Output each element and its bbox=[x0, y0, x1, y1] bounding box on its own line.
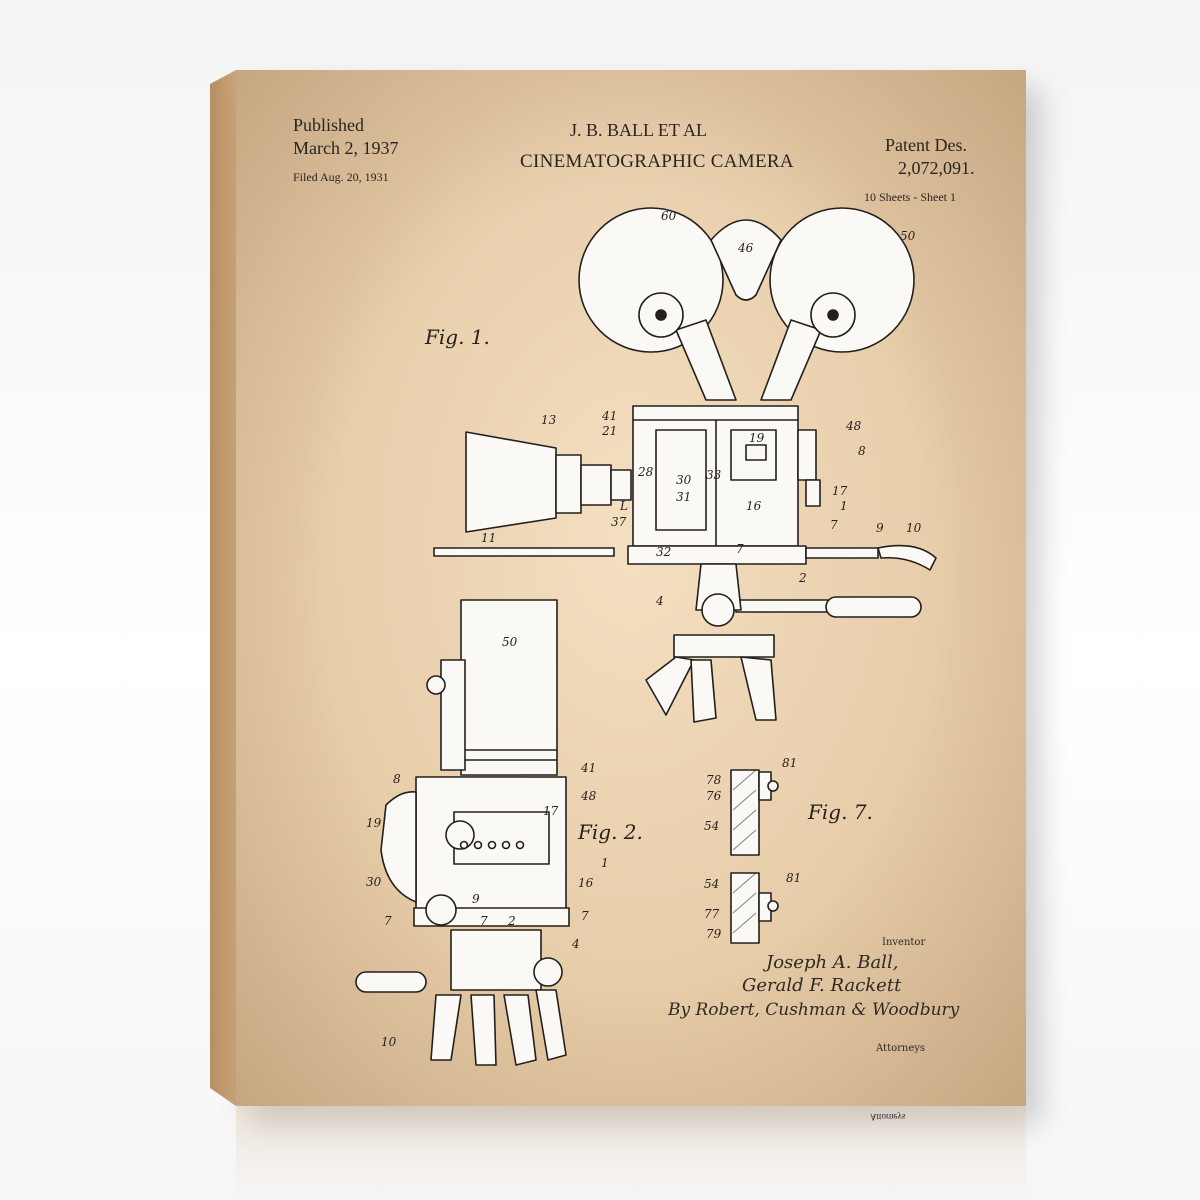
floor-reflection bbox=[236, 1106, 1026, 1200]
svg-text:17: 17 bbox=[832, 484, 848, 498]
svg-text:10: 10 bbox=[381, 1035, 397, 1049]
patent-number: 2,072,091. bbox=[898, 158, 975, 178]
svg-text:4: 4 bbox=[655, 594, 664, 608]
svg-text:10: 10 bbox=[906, 521, 922, 535]
svg-text:30: 30 bbox=[366, 875, 382, 889]
svg-text:50: 50 bbox=[900, 229, 916, 243]
svg-text:19: 19 bbox=[366, 816, 382, 830]
svg-text:21: 21 bbox=[601, 424, 617, 438]
svg-text:19: 19 bbox=[749, 431, 765, 445]
film-magazine bbox=[578, 207, 915, 401]
figure-1-label: Fig. 1. bbox=[425, 325, 490, 349]
svg-text:32: 32 bbox=[656, 545, 671, 559]
canvas-side-edge bbox=[210, 70, 236, 1106]
inventor-name-1: Joseph A. Ball, bbox=[766, 952, 899, 973]
svg-text:7: 7 bbox=[384, 914, 392, 928]
svg-text:7: 7 bbox=[581, 909, 589, 923]
svg-text:9: 9 bbox=[876, 521, 884, 535]
svg-text:37: 37 bbox=[611, 515, 627, 529]
lens-hood bbox=[465, 431, 632, 533]
camera-body bbox=[627, 405, 821, 565]
inventor-label: Inventor bbox=[882, 937, 926, 948]
figure-7-label: Fig. 7. bbox=[808, 800, 873, 824]
svg-text:78: 78 bbox=[706, 773, 722, 787]
svg-text:8: 8 bbox=[858, 444, 866, 458]
svg-text:41: 41 bbox=[601, 409, 617, 423]
svg-text:54: 54 bbox=[704, 877, 719, 891]
svg-text:41: 41 bbox=[580, 761, 596, 775]
attorneys-signature: By Robert, Cushman & Woodbury bbox=[668, 1000, 960, 1020]
svg-text:8: 8 bbox=[393, 772, 401, 786]
inventor-name-2: Gerald F. Rackett bbox=[742, 975, 902, 996]
svg-text:7: 7 bbox=[736, 542, 744, 556]
svg-text:13: 13 bbox=[541, 413, 557, 427]
svg-text:2: 2 bbox=[798, 571, 807, 585]
svg-text:17: 17 bbox=[543, 804, 559, 818]
svg-text:4: 4 bbox=[571, 937, 580, 951]
hatching bbox=[732, 769, 757, 934]
figure-2-label: Fig. 2. bbox=[578, 820, 643, 844]
tripod-head-fig1 bbox=[645, 563, 777, 723]
rods bbox=[433, 544, 937, 618]
published-label: Published bbox=[293, 115, 365, 135]
svg-text:33: 33 bbox=[706, 468, 722, 482]
svg-text:30: 30 bbox=[676, 473, 692, 487]
svg-text:48: 48 bbox=[845, 419, 862, 433]
svg-text:81: 81 bbox=[782, 756, 797, 770]
svg-text:1: 1 bbox=[840, 499, 848, 513]
svg-text:81: 81 bbox=[786, 871, 801, 885]
svg-text:79: 79 bbox=[706, 927, 722, 941]
svg-text:L: L bbox=[619, 499, 628, 513]
svg-text:54: 54 bbox=[704, 819, 719, 833]
svg-text:9: 9 bbox=[472, 892, 480, 906]
section-detail bbox=[730, 769, 779, 944]
patent-label: Patent Des. bbox=[885, 135, 967, 155]
svg-text:11: 11 bbox=[481, 531, 496, 545]
svg-text:1: 1 bbox=[601, 856, 609, 870]
svg-text:28: 28 bbox=[637, 465, 654, 479]
svg-text:60: 60 bbox=[661, 209, 677, 223]
svg-text:2: 2 bbox=[507, 914, 516, 928]
published-date: March 2, 1937 bbox=[293, 138, 399, 158]
svg-text:7: 7 bbox=[480, 914, 488, 928]
svg-text:7: 7 bbox=[830, 518, 838, 532]
filed-date: Filed Aug. 20, 1931 bbox=[293, 170, 389, 184]
svg-text:16: 16 bbox=[578, 876, 594, 890]
svg-text:16: 16 bbox=[746, 499, 762, 513]
svg-text:77: 77 bbox=[704, 907, 720, 921]
indicator-holes bbox=[459, 840, 525, 850]
svg-text:50: 50 bbox=[502, 635, 518, 649]
svg-text:31: 31 bbox=[676, 490, 691, 504]
camera-side-view bbox=[355, 599, 570, 1066]
reflection-text: Attorneys bbox=[870, 1112, 906, 1122]
inventor-title: J. B. BALL ET AL bbox=[570, 120, 708, 140]
sheet-count: 10 Sheets - Sheet 1 bbox=[864, 190, 956, 204]
svg-text:48: 48 bbox=[580, 789, 597, 803]
svg-text:76: 76 bbox=[706, 789, 722, 803]
svg-text:46: 46 bbox=[737, 241, 754, 255]
attorneys-label: Attorneys bbox=[876, 1043, 926, 1054]
invention-title: CINEMATOGRAPHIC CAMERA bbox=[520, 151, 794, 172]
